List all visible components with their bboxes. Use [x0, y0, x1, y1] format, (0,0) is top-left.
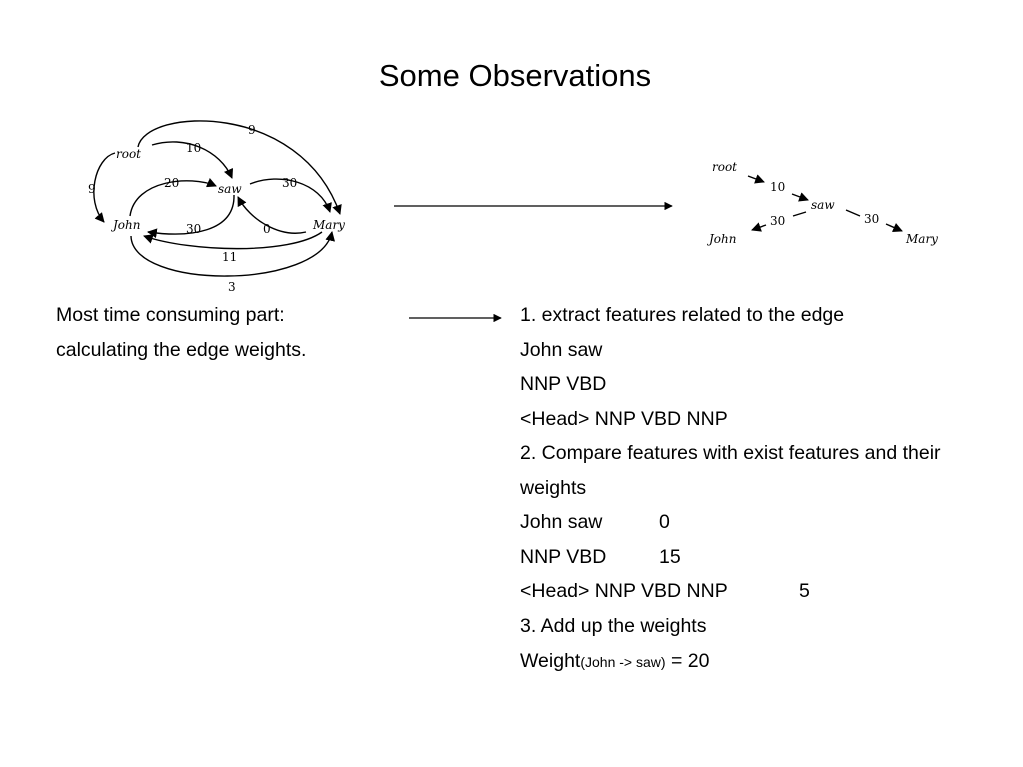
- tree-edge-saw-john-b: [751, 222, 767, 232]
- weight-john-mary: 3: [228, 280, 236, 294]
- weight-root-mary: 9: [248, 123, 256, 137]
- weight-saw-john: 30: [186, 222, 201, 236]
- weight-root-saw: 10: [186, 141, 201, 155]
- tree-edge-root-saw-b: [791, 192, 809, 202]
- tree-edge-saw-mary-b: [885, 222, 903, 232]
- weight-row-3-value: 5: [799, 580, 810, 602]
- feature-line-1: John saw: [520, 339, 603, 361]
- result-subscript: (John -> saw): [580, 654, 666, 670]
- node-mary: Mary: [312, 218, 345, 232]
- edge-root-saw: [151, 141, 234, 179]
- tree-edge-saw-john: [792, 211, 807, 217]
- node-saw: saw: [218, 182, 242, 196]
- edge-root-john: [93, 152, 116, 223]
- edge-john-mary: [130, 231, 335, 277]
- tree-node-john: John: [706, 232, 737, 246]
- result-label: Weight: [520, 650, 581, 672]
- feature-line-2: NNP VBD: [520, 373, 607, 395]
- weight-mary-saw: 0: [263, 222, 271, 236]
- weight-row-3-name: <Head> NNP VBD NNP: [520, 580, 728, 602]
- full-graph-diagram: root saw John Mary 9 10 9 20 30 30 0 11 …: [88, 120, 938, 323]
- weight-row-2-value: 15: [659, 546, 681, 568]
- tree-node-mary: Mary: [905, 232, 938, 246]
- left-text-line1: Most time consuming part:: [56, 304, 285, 326]
- step3-text: 3. Add up the weights: [520, 615, 707, 637]
- edge-saw-john: [147, 194, 235, 239]
- result-value: = 20: [670, 650, 710, 672]
- step2-text-cont: weights: [520, 477, 587, 499]
- weight-saw-mary: 30: [282, 176, 297, 190]
- edge-john-saw: [129, 178, 217, 217]
- weight-row-2-name: NNP VBD: [520, 546, 607, 568]
- result-line: Weight(John -> saw) = 20: [520, 650, 709, 673]
- tree-weight-root-saw: 10: [770, 180, 785, 194]
- weight-john-saw: 20: [164, 176, 179, 190]
- weight-row-2: NNP VBD 15: [520, 546, 681, 569]
- tree-weight-saw-mary: 30: [864, 212, 879, 226]
- node-root: root: [116, 147, 141, 161]
- tree-node-root: root: [712, 160, 737, 174]
- edge-root-mary: [137, 120, 342, 215]
- tree-edge-saw-mary: [845, 209, 861, 217]
- node-john: John: [110, 218, 141, 232]
- feature-line-3: <Head> NNP VBD NNP: [520, 408, 728, 430]
- left-text-line2: calculating the edge weights.: [56, 339, 307, 361]
- weight-row-1-value: 0: [659, 511, 670, 533]
- weight-root-john: 9: [88, 182, 96, 196]
- weight-row-3: <Head> NNP VBD NNP 5: [520, 580, 810, 603]
- weight-mary-john: 11: [222, 250, 237, 264]
- step1-text: 1. extract features related to the edge: [520, 304, 845, 326]
- weight-row-1-name: John saw: [520, 511, 603, 533]
- edge-saw-mary: [249, 178, 332, 213]
- step2-text: 2. Compare features with exist features …: [520, 442, 941, 464]
- slide-title: Some Observations: [378, 58, 652, 93]
- weight-row-1: John saw 0: [520, 511, 670, 534]
- edge-mary-john: [143, 231, 323, 250]
- tree-weight-saw-john: 30: [770, 214, 785, 228]
- tree-node-saw: saw: [811, 198, 835, 212]
- tree-edge-root-saw: [747, 174, 765, 184]
- edge-mary-saw: [237, 196, 307, 234]
